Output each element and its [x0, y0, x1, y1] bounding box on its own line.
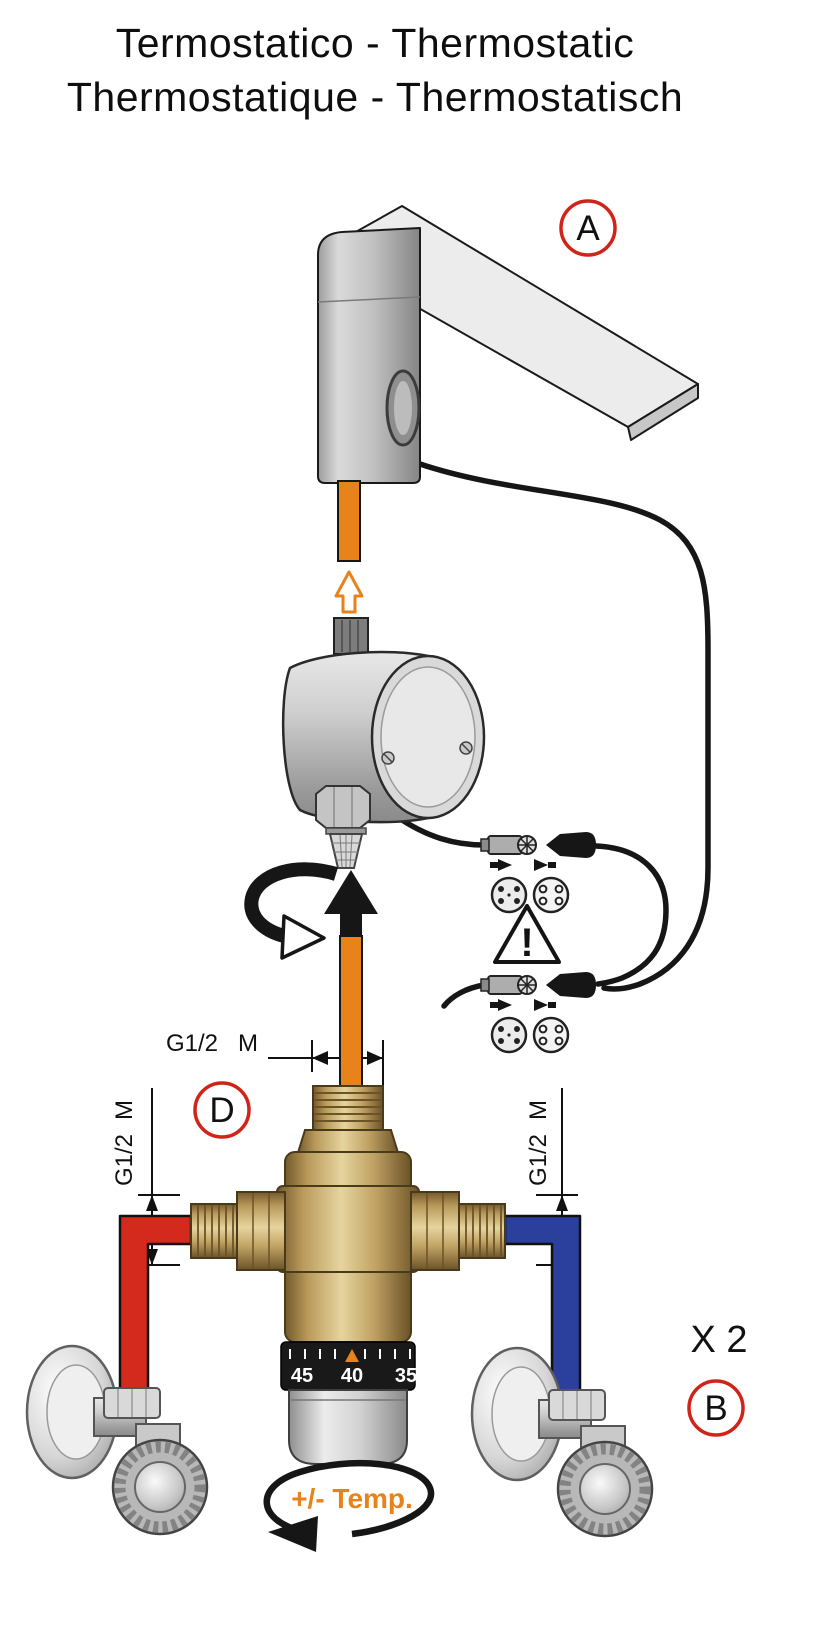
hot-water-pipe	[118, 1214, 193, 1402]
callout-a-label: A	[576, 209, 600, 248]
dim-right-thread: G1/2	[525, 1134, 552, 1186]
solenoid-valve	[281, 617, 486, 869]
mating-arrows-icon	[490, 859, 556, 871]
supply-pipe-upper	[337, 480, 361, 562]
dim-left-gender: M	[111, 1100, 138, 1120]
valve-handle-cap	[134, 1461, 186, 1513]
title-line-1: Termostatico - Thermostatic	[115, 20, 635, 66]
solenoid-hex-nut	[315, 785, 371, 829]
screw-slot-2	[461, 743, 471, 753]
valve-center-block	[276, 1185, 420, 1273]
right-thread-lines	[465, 1205, 502, 1257]
scale-45: 45	[291, 1365, 313, 1387]
holes	[538, 884, 564, 906]
sensor-faucet	[317, 205, 699, 484]
flow-arrow-small	[334, 570, 364, 614]
sensor-cables	[393, 461, 711, 1009]
faucet-spout-edge	[627, 383, 699, 441]
callout-b-circle	[687, 1379, 745, 1437]
connector-face-holes	[532, 876, 570, 914]
screw-rotation-arrow	[244, 862, 339, 960]
dim-top-thread: G1/2	[166, 1030, 218, 1057]
callout-a-circle	[559, 199, 617, 257]
warning-mark: !	[520, 921, 533, 965]
dim-right-gender: M	[525, 1100, 552, 1120]
solenoid-inlet-nipple	[333, 617, 369, 655]
nipple-threads	[341, 620, 359, 652]
faucet-supply	[334, 480, 364, 614]
supply-pipe-lower	[339, 935, 363, 1091]
dimension-right: G1/2 M	[525, 1088, 578, 1266]
callout-a: A	[559, 199, 617, 257]
cable-inner-loop	[593, 843, 669, 987]
callout-b-label: B	[704, 1389, 727, 1428]
valve-handle-knurl	[114, 1441, 206, 1533]
temp-rotation-arrowhead-icon	[268, 1516, 318, 1552]
scale-35: 35	[395, 1365, 417, 1387]
thermostatic-mixing-valve: 45 40 35	[190, 1085, 506, 1465]
rotation-arrowhead-icon	[280, 914, 326, 960]
connector-female-collar	[480, 838, 490, 852]
adjustment-knob	[288, 1389, 408, 1465]
sensor-window-inner	[394, 381, 412, 435]
warning-triangle: !	[493, 904, 561, 965]
valve-port-left-hex	[236, 1191, 286, 1271]
connector-pair-upper	[480, 832, 596, 914]
dim-top-arrowheads	[312, 1051, 383, 1065]
pins	[498, 886, 520, 904]
scale-pointer-icon	[345, 1349, 359, 1362]
top-thread-lines	[314, 1092, 382, 1122]
valve-port-right-hex	[410, 1191, 460, 1271]
strainer-mesh	[331, 834, 361, 868]
connector-tip-star	[518, 836, 536, 854]
flow-arrow-large	[324, 870, 378, 938]
flow-arrow-shaft	[340, 910, 362, 938]
cable-stub	[441, 982, 487, 1009]
screw-slot	[383, 753, 393, 763]
left-thread-lines	[197, 1205, 234, 1257]
title-line-2: Thermostatique - Thermostatisch	[66, 74, 684, 121]
title: Termostatico - Thermostatic Thermostatiq…	[0, 16, 750, 124]
callout-d-circle	[193, 1081, 251, 1139]
solenoid-face-inner	[380, 666, 476, 808]
connector-male-body	[546, 832, 596, 858]
temp-rotation-arc	[263, 1459, 435, 1538]
x2-label: X 2	[690, 1319, 747, 1361]
callout-b: B	[687, 1379, 745, 1437]
scale-40: 40	[341, 1365, 363, 1387]
warning-outline	[493, 904, 561, 964]
connector-female-body	[487, 835, 523, 855]
temp-adjust-label: +/- Temp.	[291, 1483, 413, 1514]
faucet-body-seam	[317, 296, 421, 303]
flow-arrowhead-icon	[324, 870, 378, 914]
dim-left-thread: G1/2	[111, 1134, 138, 1186]
cable-faucet-loop	[417, 461, 711, 992]
angle-valve-left	[25, 1344, 209, 1536]
scale-ticks	[289, 1349, 411, 1359]
rotation-arc	[244, 862, 339, 943]
connector-pair-lower	[479, 970, 598, 1054]
callout-d: D	[193, 1081, 251, 1139]
temp-rotation-arrow	[263, 1459, 435, 1552]
callout-d-label: D	[209, 1091, 234, 1130]
dim-top-gender: M	[238, 1030, 258, 1057]
